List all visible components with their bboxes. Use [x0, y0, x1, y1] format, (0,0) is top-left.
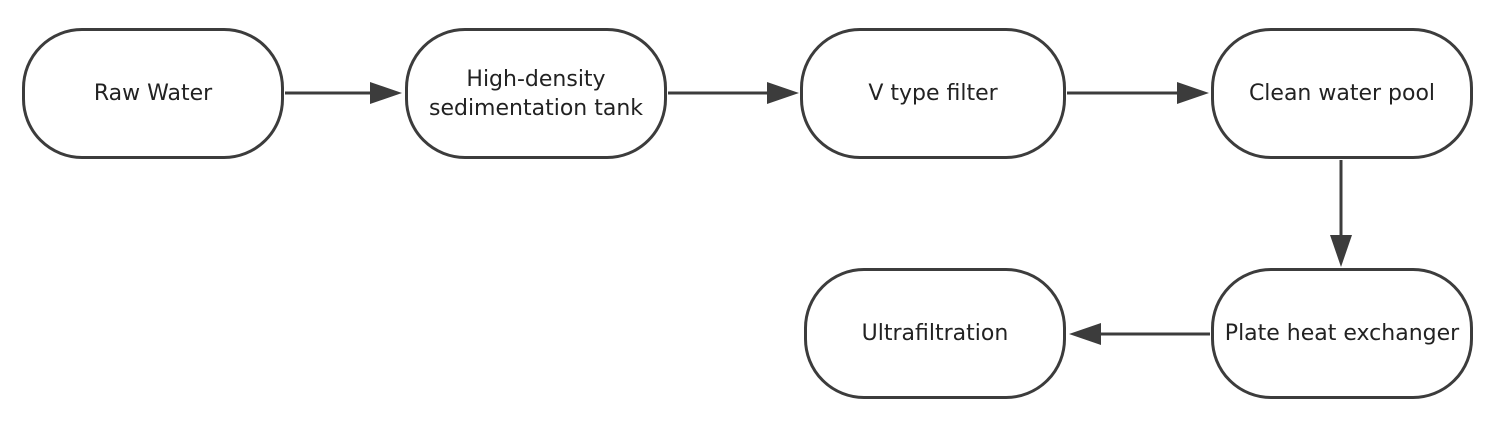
node-raw-water: Raw Water: [22, 28, 284, 159]
arrow-raw-to-sedimentation: [285, 82, 402, 104]
arrow-sedimentation-to-vfilter: [668, 82, 799, 104]
node-high-density-sedimentation-tank-label: High-density sedimentation tank: [428, 66, 644, 121]
arrow-plateheat-to-ultrafiltration: [1069, 323, 1210, 345]
node-ultrafiltration: Ultrafiltration: [804, 268, 1066, 399]
node-clean-water-pool-label: Clean water pool: [1248, 81, 1436, 106]
node-ultrafiltration-label: Ultrafiltration: [861, 321, 1009, 346]
node-v-type-filter: V type filter: [800, 28, 1066, 159]
node-plate-heat-exchanger: Plate heat exchanger: [1211, 268, 1473, 399]
arrow-cleanpool-to-plateheat: [1330, 160, 1352, 267]
node-clean-water-pool: Clean water pool: [1211, 28, 1473, 159]
node-raw-water-label: Raw Water: [93, 81, 213, 106]
node-high-density-sedimentation-tank: High-density sedimentation tank: [405, 28, 667, 159]
node-v-type-filter-label: V type filter: [868, 81, 998, 106]
node-plate-heat-exchanger-label: Plate heat exchanger: [1224, 321, 1460, 346]
arrow-vfilter-to-cleanpool: [1067, 82, 1209, 104]
